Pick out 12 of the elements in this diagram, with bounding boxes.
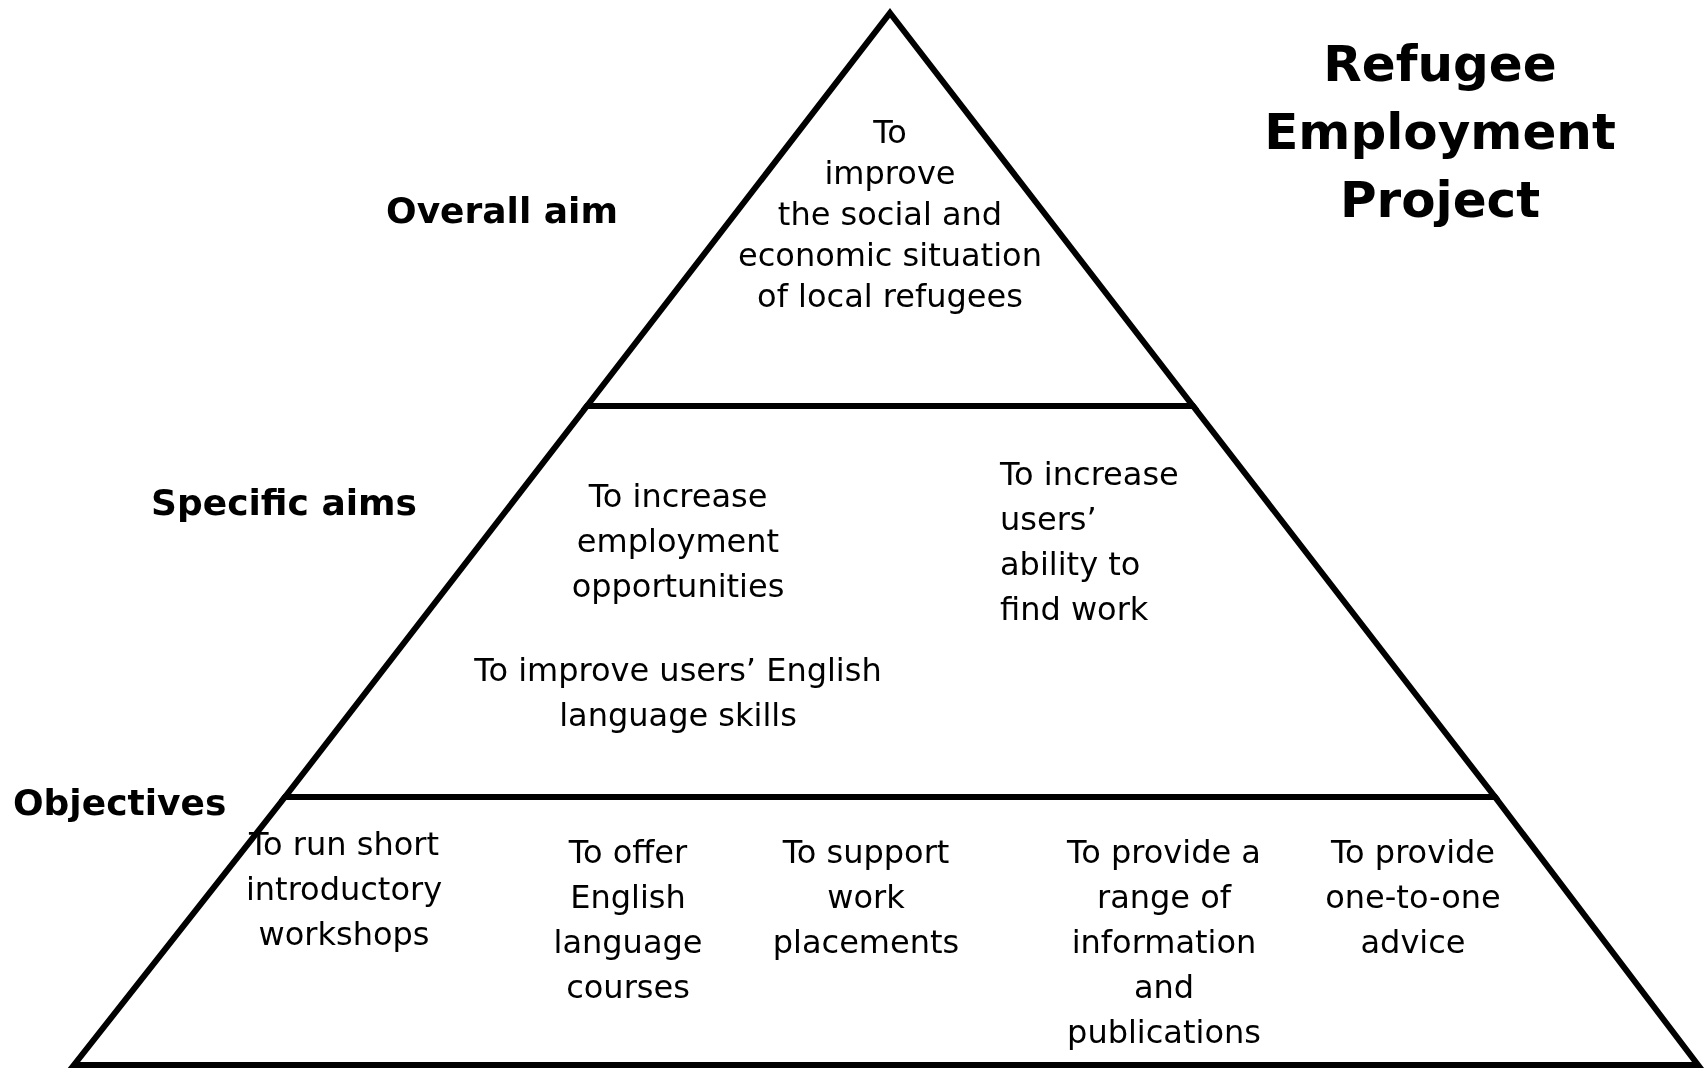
tier-text: To support work placements bbox=[771, 832, 961, 963]
tier-text: To provide a range of information and publications bbox=[1066, 832, 1262, 1053]
tier-text: To improve users’ English language skills bbox=[473, 650, 883, 736]
tier-text: To provide one-to-one advice bbox=[1324, 832, 1502, 963]
tier-text: To increase users’ ability to find work bbox=[1000, 454, 1180, 630]
tier-text: To offer English language courses bbox=[552, 832, 704, 1008]
tier-text: To improve the social and economic situation of local refugees bbox=[737, 112, 1043, 317]
tier-heading: Specific aims bbox=[150, 481, 418, 525]
diagram-title: Refugee Employment Project bbox=[1263, 34, 1617, 231]
tier-heading: Overall aim bbox=[385, 189, 619, 233]
tier-text: To increase employment opportunities bbox=[570, 476, 786, 607]
tier-heading: Objectives bbox=[13, 781, 227, 825]
